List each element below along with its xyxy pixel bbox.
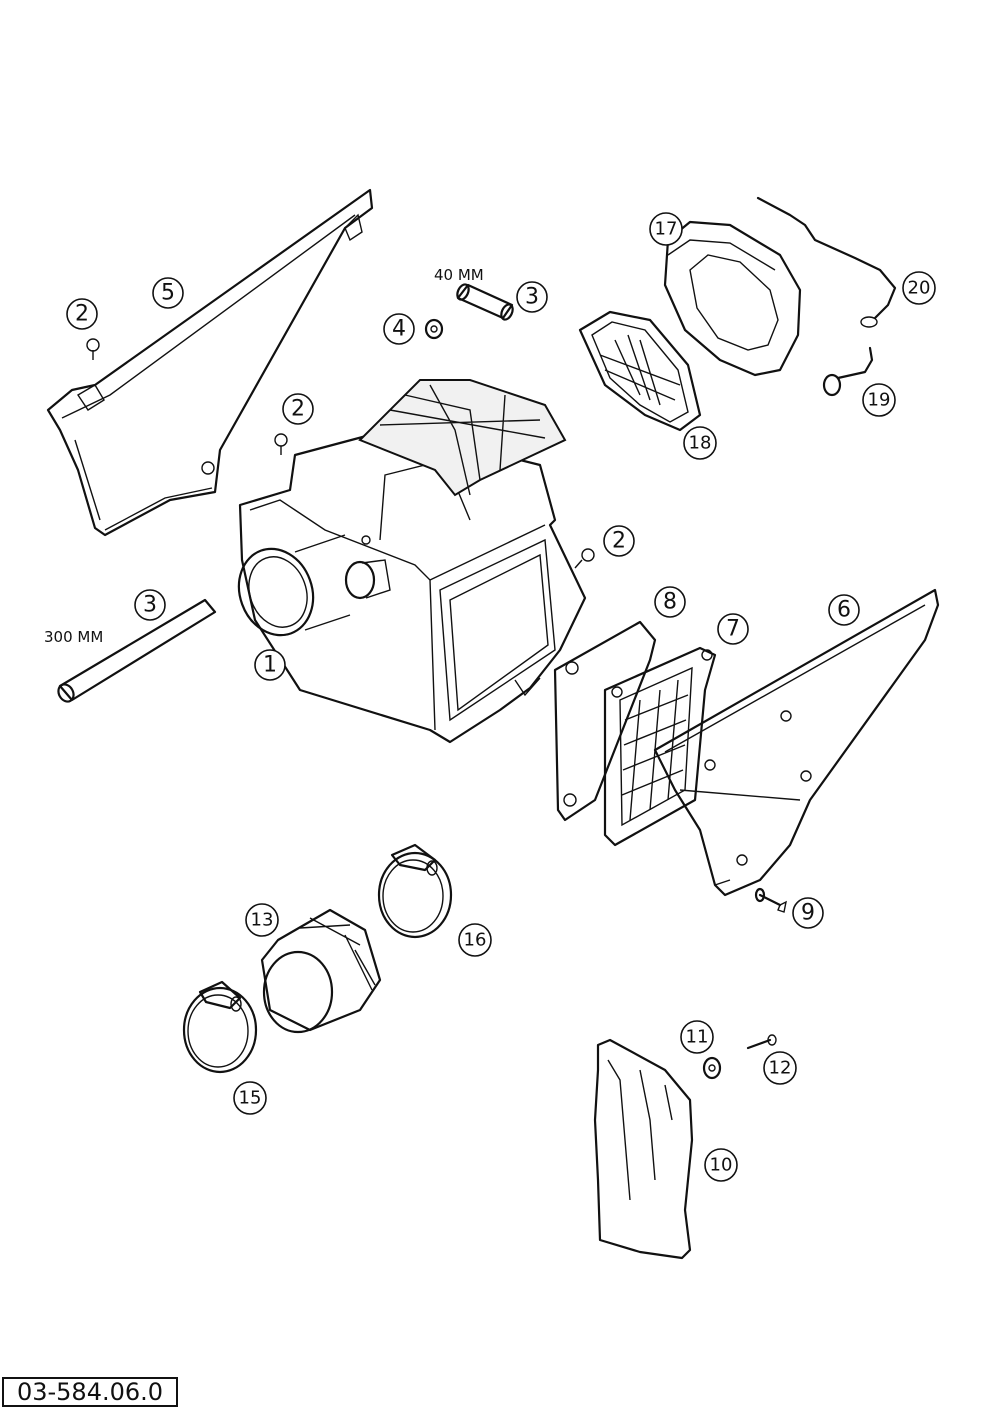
dimension-300mm-label: 300 MM (44, 628, 103, 646)
washer-drawing (702, 1056, 722, 1080)
callout-3a-label: 3 (525, 285, 539, 310)
callout-11: 11 (680, 1020, 714, 1054)
callout-12: 12 (763, 1051, 797, 1085)
callout-20-label: 20 (908, 278, 931, 299)
callout-12-label: 12 (769, 1058, 792, 1079)
callout-15-label: 15 (239, 1088, 262, 1109)
callout-16-label: 16 (464, 930, 487, 951)
air-filter-element-drawing (663, 220, 802, 377)
bolt-drawing (754, 887, 787, 913)
mud-flap-drawing (593, 1038, 694, 1260)
callout-6-label: 6 (837, 598, 851, 623)
callout-2a-label: 2 (75, 302, 89, 327)
callout-2b: 2 (282, 393, 314, 425)
callout-13: 13 (245, 903, 279, 937)
callout-19: 19 (862, 383, 896, 417)
dimension-40mm-label: 40 MM (434, 266, 484, 284)
callout-19-label: 19 (868, 390, 891, 411)
callout-5-label: 5 (161, 281, 175, 306)
callout-17: 17 (649, 212, 683, 246)
callout-3a: 3 (516, 281, 548, 313)
screw-drawing-b (274, 433, 288, 455)
callout-10-label: 10 (710, 1155, 733, 1176)
hose-clamp-15-drawing (182, 980, 258, 1074)
callout-11-label: 11 (686, 1027, 709, 1048)
screw-small-drawing (746, 1034, 777, 1050)
callout-4: 4 (383, 313, 415, 345)
callout-18: 18 (683, 426, 717, 460)
callout-5: 5 (152, 277, 184, 309)
callout-2a: 2 (66, 298, 98, 330)
callout-17-label: 17 (655, 219, 678, 240)
callout-1: 1 (254, 649, 286, 681)
callout-10: 10 (704, 1148, 738, 1182)
callout-7-label: 7 (726, 617, 740, 642)
drawing-number-box: 03-584.06.0 (2, 1377, 178, 1407)
hose-40mm-drawing (456, 283, 514, 321)
callout-2c: 2 (603, 525, 635, 557)
callout-3b: 3 (134, 589, 166, 621)
callout-9: 9 (792, 897, 824, 929)
callout-8: 8 (654, 586, 686, 618)
hose-300mm-drawing (57, 598, 217, 703)
callout-2c-label: 2 (612, 529, 626, 554)
callout-3b-label: 3 (143, 593, 157, 618)
hose-clamp-16-drawing (377, 843, 453, 939)
retaining-pin-drawing (822, 346, 874, 397)
callout-20: 20 (902, 271, 936, 305)
callout-13-label: 13 (251, 910, 274, 931)
retaining-wire-drawing (756, 196, 897, 328)
gasket-drawing (553, 620, 657, 822)
callout-2b-label: 2 (291, 397, 305, 422)
callout-4-label: 4 (392, 317, 406, 342)
callout-18-label: 18 (689, 433, 712, 454)
nut-drawing (424, 318, 444, 340)
screw-drawing-a (86, 338, 100, 360)
callout-6: 6 (828, 594, 860, 626)
callout-1-label: 1 (263, 653, 277, 678)
callout-15: 15 (233, 1081, 267, 1115)
intake-rubber-sleeve-drawing (260, 908, 382, 1034)
callout-16: 16 (458, 923, 492, 957)
side-cover-right-drawing (653, 588, 940, 897)
callout-7: 7 (717, 613, 749, 645)
callout-9-label: 9 (801, 901, 815, 926)
callout-8-label: 8 (663, 590, 677, 615)
air-filter-box-drawing (237, 379, 587, 744)
filter-support-cage-drawing (578, 310, 702, 432)
side-cover-left-drawing (46, 188, 374, 537)
screw-drawing-c (574, 548, 595, 569)
